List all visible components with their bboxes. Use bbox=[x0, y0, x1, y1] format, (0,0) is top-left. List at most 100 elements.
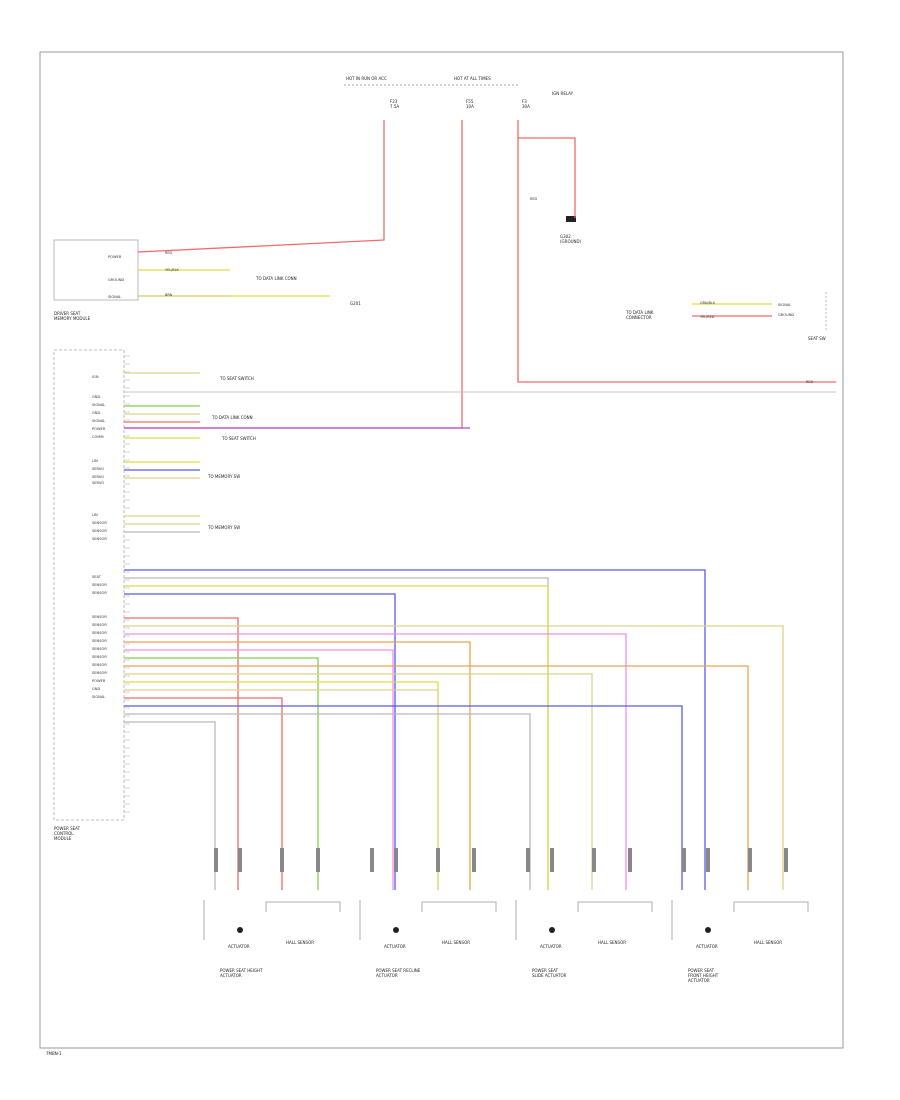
memory-pin-1: POWER bbox=[108, 255, 122, 259]
connector-terminal bbox=[550, 848, 554, 872]
wire bbox=[124, 585, 549, 890]
fuse-box-right-label: HOT AT ALL TIMES bbox=[454, 76, 491, 81]
motor-icon bbox=[549, 927, 555, 933]
wire bbox=[124, 120, 463, 429]
main-module-pin: POWER bbox=[92, 427, 106, 431]
main-module-pin: SIGNAL bbox=[92, 403, 105, 407]
main-module-pin: SENSOR bbox=[92, 615, 107, 619]
connector-label-5: TO MEMORY SW bbox=[207, 525, 240, 530]
main-module-pin: SENSOR bbox=[92, 647, 107, 651]
wire bbox=[124, 657, 319, 890]
main-module-pin: SENSOR bbox=[92, 671, 107, 675]
connector-terminal bbox=[706, 848, 710, 872]
connector-terminal bbox=[592, 848, 596, 872]
motor-icon bbox=[705, 927, 711, 933]
connector-terminal bbox=[526, 848, 530, 872]
actuator-motor-label: ACTUATOR bbox=[540, 944, 562, 949]
wire-label-4: RED bbox=[530, 197, 537, 201]
connector-terminal bbox=[748, 848, 752, 872]
motor-icon bbox=[237, 927, 243, 933]
wire-label-2: YEL/BLK bbox=[165, 268, 179, 272]
main-module-pin: SENSOR bbox=[92, 529, 107, 533]
right-switch-pin-1: SIGNAL bbox=[778, 303, 791, 307]
memory-pin-3: SIGNAL bbox=[108, 295, 121, 299]
main-module-pin: COMM bbox=[92, 435, 104, 439]
wire bbox=[124, 577, 549, 890]
page-code: 7MBN-1 bbox=[46, 1051, 62, 1056]
main-module-pin: SENSOR bbox=[92, 663, 107, 667]
connector-terminal bbox=[214, 848, 218, 872]
main-module-pin: SENSOR bbox=[92, 623, 107, 627]
wire bbox=[124, 593, 396, 890]
sensor-box bbox=[733, 901, 809, 912]
actuator-sensor-label: HALL SENSOR bbox=[754, 940, 782, 945]
wire-label-3: BRN bbox=[165, 293, 173, 297]
main-module-pin: GND bbox=[92, 411, 100, 415]
connector-terminal bbox=[316, 848, 320, 872]
connector-terminal bbox=[784, 848, 788, 872]
wire-label-7: YEL/RED bbox=[700, 315, 715, 319]
wire bbox=[124, 689, 439, 890]
actuator-motor-label: ACTUATOR bbox=[384, 944, 406, 949]
wire bbox=[124, 569, 706, 890]
right-switch-pin-2: GROUND bbox=[778, 313, 794, 317]
main-module-pin: SERVO bbox=[92, 467, 104, 471]
main-module-pin: SENSOR bbox=[92, 583, 107, 587]
connector-terminal bbox=[436, 848, 440, 872]
main-module-pin: LIN bbox=[92, 513, 98, 517]
connector-label-1: TO SEAT SWITCH bbox=[219, 376, 254, 381]
wire bbox=[124, 713, 531, 890]
actuator-sensor-label: HALL SENSOR bbox=[286, 940, 314, 945]
ground-left-label: G201 bbox=[350, 301, 361, 306]
main-module-pin: LIN bbox=[92, 459, 98, 463]
connector-terminal bbox=[238, 848, 242, 872]
main-module-pin: GND bbox=[92, 395, 100, 399]
main-module: IGNGNDSIGNALGNDSIGNALPOWERCOMMLINSERVOSE… bbox=[53, 349, 130, 841]
wire bbox=[517, 120, 836, 383]
right-switch-title: SEAT SW bbox=[808, 336, 826, 341]
wire-label-1: RED bbox=[165, 251, 172, 255]
connector-label-4: TO MEMORY SW bbox=[207, 474, 240, 479]
main-module-pin: SENSOR bbox=[92, 521, 107, 525]
wire bbox=[124, 665, 749, 890]
main-module-pin: IGN bbox=[92, 375, 99, 379]
sensor-box bbox=[265, 901, 341, 912]
wire bbox=[124, 673, 593, 890]
fuse-box-left-label: HOT IN RUN OR ACC bbox=[346, 76, 387, 81]
main-module-pin: SEAT bbox=[92, 575, 102, 579]
sensor-box bbox=[577, 901, 653, 912]
wire bbox=[137, 120, 385, 253]
wire-layer bbox=[124, 120, 836, 890]
connector-terminal bbox=[628, 848, 632, 872]
connector-terminal bbox=[682, 848, 686, 872]
relay-note: IGN RELAY bbox=[552, 91, 574, 96]
actuator-motor-label: ACTUATOR bbox=[228, 944, 250, 949]
wire bbox=[124, 705, 683, 890]
ground-icon bbox=[566, 216, 576, 222]
main-module-pin: GND bbox=[92, 687, 100, 691]
memory-pin-2: GROUND bbox=[108, 278, 124, 282]
actuator-sensor-label: HALL SENSOR bbox=[442, 940, 470, 945]
ground-right-label: G302(GROUND) bbox=[560, 234, 582, 244]
wire bbox=[124, 649, 394, 890]
connector-label-2: TO DATA LINK CONN bbox=[211, 415, 253, 420]
wire bbox=[124, 697, 283, 890]
connector-terminal bbox=[394, 848, 398, 872]
memory-conn-label: TO DATA LINK CONN bbox=[255, 276, 297, 281]
wire bbox=[124, 721, 216, 890]
main-module-pin: SENSOR bbox=[92, 655, 107, 659]
motor-icon bbox=[393, 927, 399, 933]
wire bbox=[124, 617, 239, 890]
